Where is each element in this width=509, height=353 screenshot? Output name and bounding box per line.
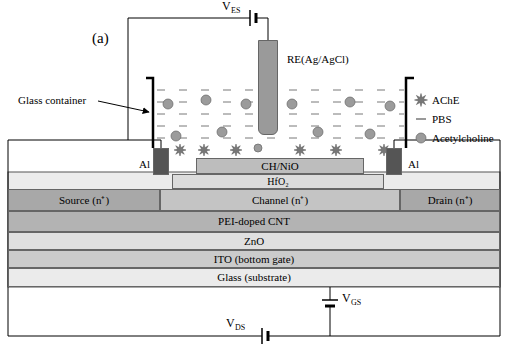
wire xyxy=(256,18,268,40)
pbs-solution xyxy=(156,82,404,146)
voltage-subscript: DS xyxy=(235,324,245,333)
legend-text: AChE xyxy=(432,94,460,106)
layer-label: HfO₂ xyxy=(267,176,288,187)
wire xyxy=(330,306,331,336)
legend-item: Acetylcholine xyxy=(413,131,494,145)
voltage-label: V xyxy=(222,0,231,13)
legend-sample xyxy=(413,112,429,126)
battery-symbol xyxy=(261,328,263,344)
legend-text: PBS xyxy=(432,113,452,125)
al-contact: Al xyxy=(153,148,169,175)
sensing-layer: CH/NiO xyxy=(196,158,364,174)
device-body xyxy=(8,172,500,287)
layer-label: Glass (substrate) xyxy=(217,271,291,283)
battery-symbol xyxy=(255,13,258,23)
container-wall xyxy=(146,78,153,148)
battery-symbol xyxy=(249,10,251,26)
container-wall xyxy=(406,78,414,148)
panel-label: (a) xyxy=(92,30,109,47)
acetylcholine-molecules xyxy=(163,95,395,152)
layer-label: Drain (n⁺) xyxy=(428,194,473,206)
layer-label: PEI-doped CNT xyxy=(218,215,290,227)
gate-layer: ITO (bottom gate) xyxy=(8,250,500,268)
layer-label: Al xyxy=(408,158,419,170)
channel-region: Channel (n⁺) xyxy=(160,189,400,211)
voltage-subscript: GS xyxy=(351,299,361,308)
legend-sample xyxy=(413,131,429,145)
al-contact: Al xyxy=(386,148,402,175)
wire xyxy=(8,336,262,337)
substrate-layer: Glass (substrate) xyxy=(8,268,500,287)
ache-enzymes xyxy=(174,144,390,156)
source-region: Source (n⁺) xyxy=(8,189,160,211)
layer-label: Channel (n⁺) xyxy=(252,194,308,206)
wire xyxy=(128,18,250,140)
dielectric-layer: HfO₂ xyxy=(172,174,384,189)
battery-symbol xyxy=(322,299,338,301)
legend-sample xyxy=(413,93,429,107)
reference-electrode: RE(Ag/AgCl) xyxy=(258,40,278,135)
drain-region: Drain (n⁺) xyxy=(400,189,500,211)
voltage-subscript: ES xyxy=(231,7,240,16)
layer-label: RE(Ag/AgCl) xyxy=(285,53,351,65)
legend-item: PBS xyxy=(413,112,452,126)
legend-item: AChE xyxy=(413,93,460,107)
layer-label: Source (n⁺) xyxy=(59,194,109,206)
legend-text: Acetylcholine xyxy=(432,132,494,144)
layer-label: Al xyxy=(139,158,150,170)
layer-label: CH/NiO xyxy=(261,160,298,172)
leader-arrow xyxy=(98,101,149,112)
voltage-label: V xyxy=(342,292,351,305)
cnt-layer: PEI-doped CNT xyxy=(8,211,500,232)
layer-label: ZnO xyxy=(244,235,264,247)
voltage-label: V xyxy=(226,317,235,330)
layer-label: ITO (bottom gate) xyxy=(214,253,294,265)
container-label: Glass container xyxy=(18,94,86,106)
battery-symbol xyxy=(267,331,270,341)
zno-layer: ZnO xyxy=(8,232,500,250)
